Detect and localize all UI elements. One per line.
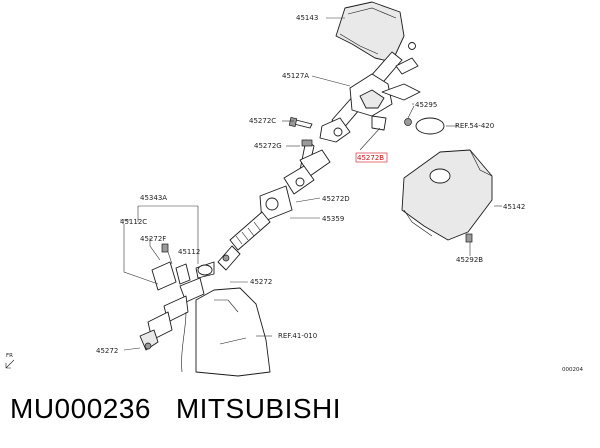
intermediate-shaft bbox=[217, 185, 293, 271]
label-45272f: 45272F bbox=[140, 235, 166, 243]
highlight-box bbox=[355, 152, 388, 163]
leader-lines bbox=[120, 17, 502, 351]
universal-joint-upper bbox=[283, 149, 331, 195]
label-ref-41-010: REF.41-010 bbox=[278, 332, 317, 340]
lower-joint-assembly bbox=[139, 243, 215, 351]
reference-54-420-marker bbox=[415, 117, 445, 135]
label-45295: 45295 bbox=[415, 101, 437, 109]
label-45112: 45112 bbox=[178, 248, 200, 256]
label-45359: 45359 bbox=[322, 215, 344, 223]
steering-column-diagram: 45143 45127A 45295 45272C REF.54-420 452… bbox=[5, 1, 583, 377]
label-45343a: 45343A bbox=[140, 194, 167, 202]
fr-arrow-icon bbox=[5, 359, 15, 369]
lower-column-cover bbox=[401, 149, 493, 243]
label-45143: 45143 bbox=[296, 14, 318, 22]
label-ref-54-420: REF.54-420 bbox=[455, 122, 494, 130]
bolt-45295 bbox=[404, 105, 415, 126]
label-45112c: 45112C bbox=[120, 218, 147, 226]
part-caption: MU000236 MITSUBISHI bbox=[10, 393, 342, 424]
label-45127a: 45127A bbox=[282, 72, 309, 80]
label-45272-mid: 45272 bbox=[250, 278, 272, 286]
label-45142: 45142 bbox=[503, 203, 525, 211]
label-45272-low: 45272 bbox=[96, 347, 118, 355]
label-45272d: 45272D bbox=[322, 195, 350, 203]
diagram-code: 000204 bbox=[562, 367, 583, 373]
label-45272g: 45272G bbox=[254, 142, 282, 150]
floor-panel bbox=[181, 287, 271, 377]
label-fr: FR bbox=[6, 353, 13, 359]
label-45272b-highlighted: 45272B bbox=[357, 154, 384, 162]
label-45272c: 45272C bbox=[249, 117, 276, 125]
steering-column-upper bbox=[319, 51, 421, 143]
bolt-45272c bbox=[288, 117, 313, 129]
upper-column-cover bbox=[335, 1, 416, 63]
label-45292b: 45292B bbox=[456, 256, 483, 264]
